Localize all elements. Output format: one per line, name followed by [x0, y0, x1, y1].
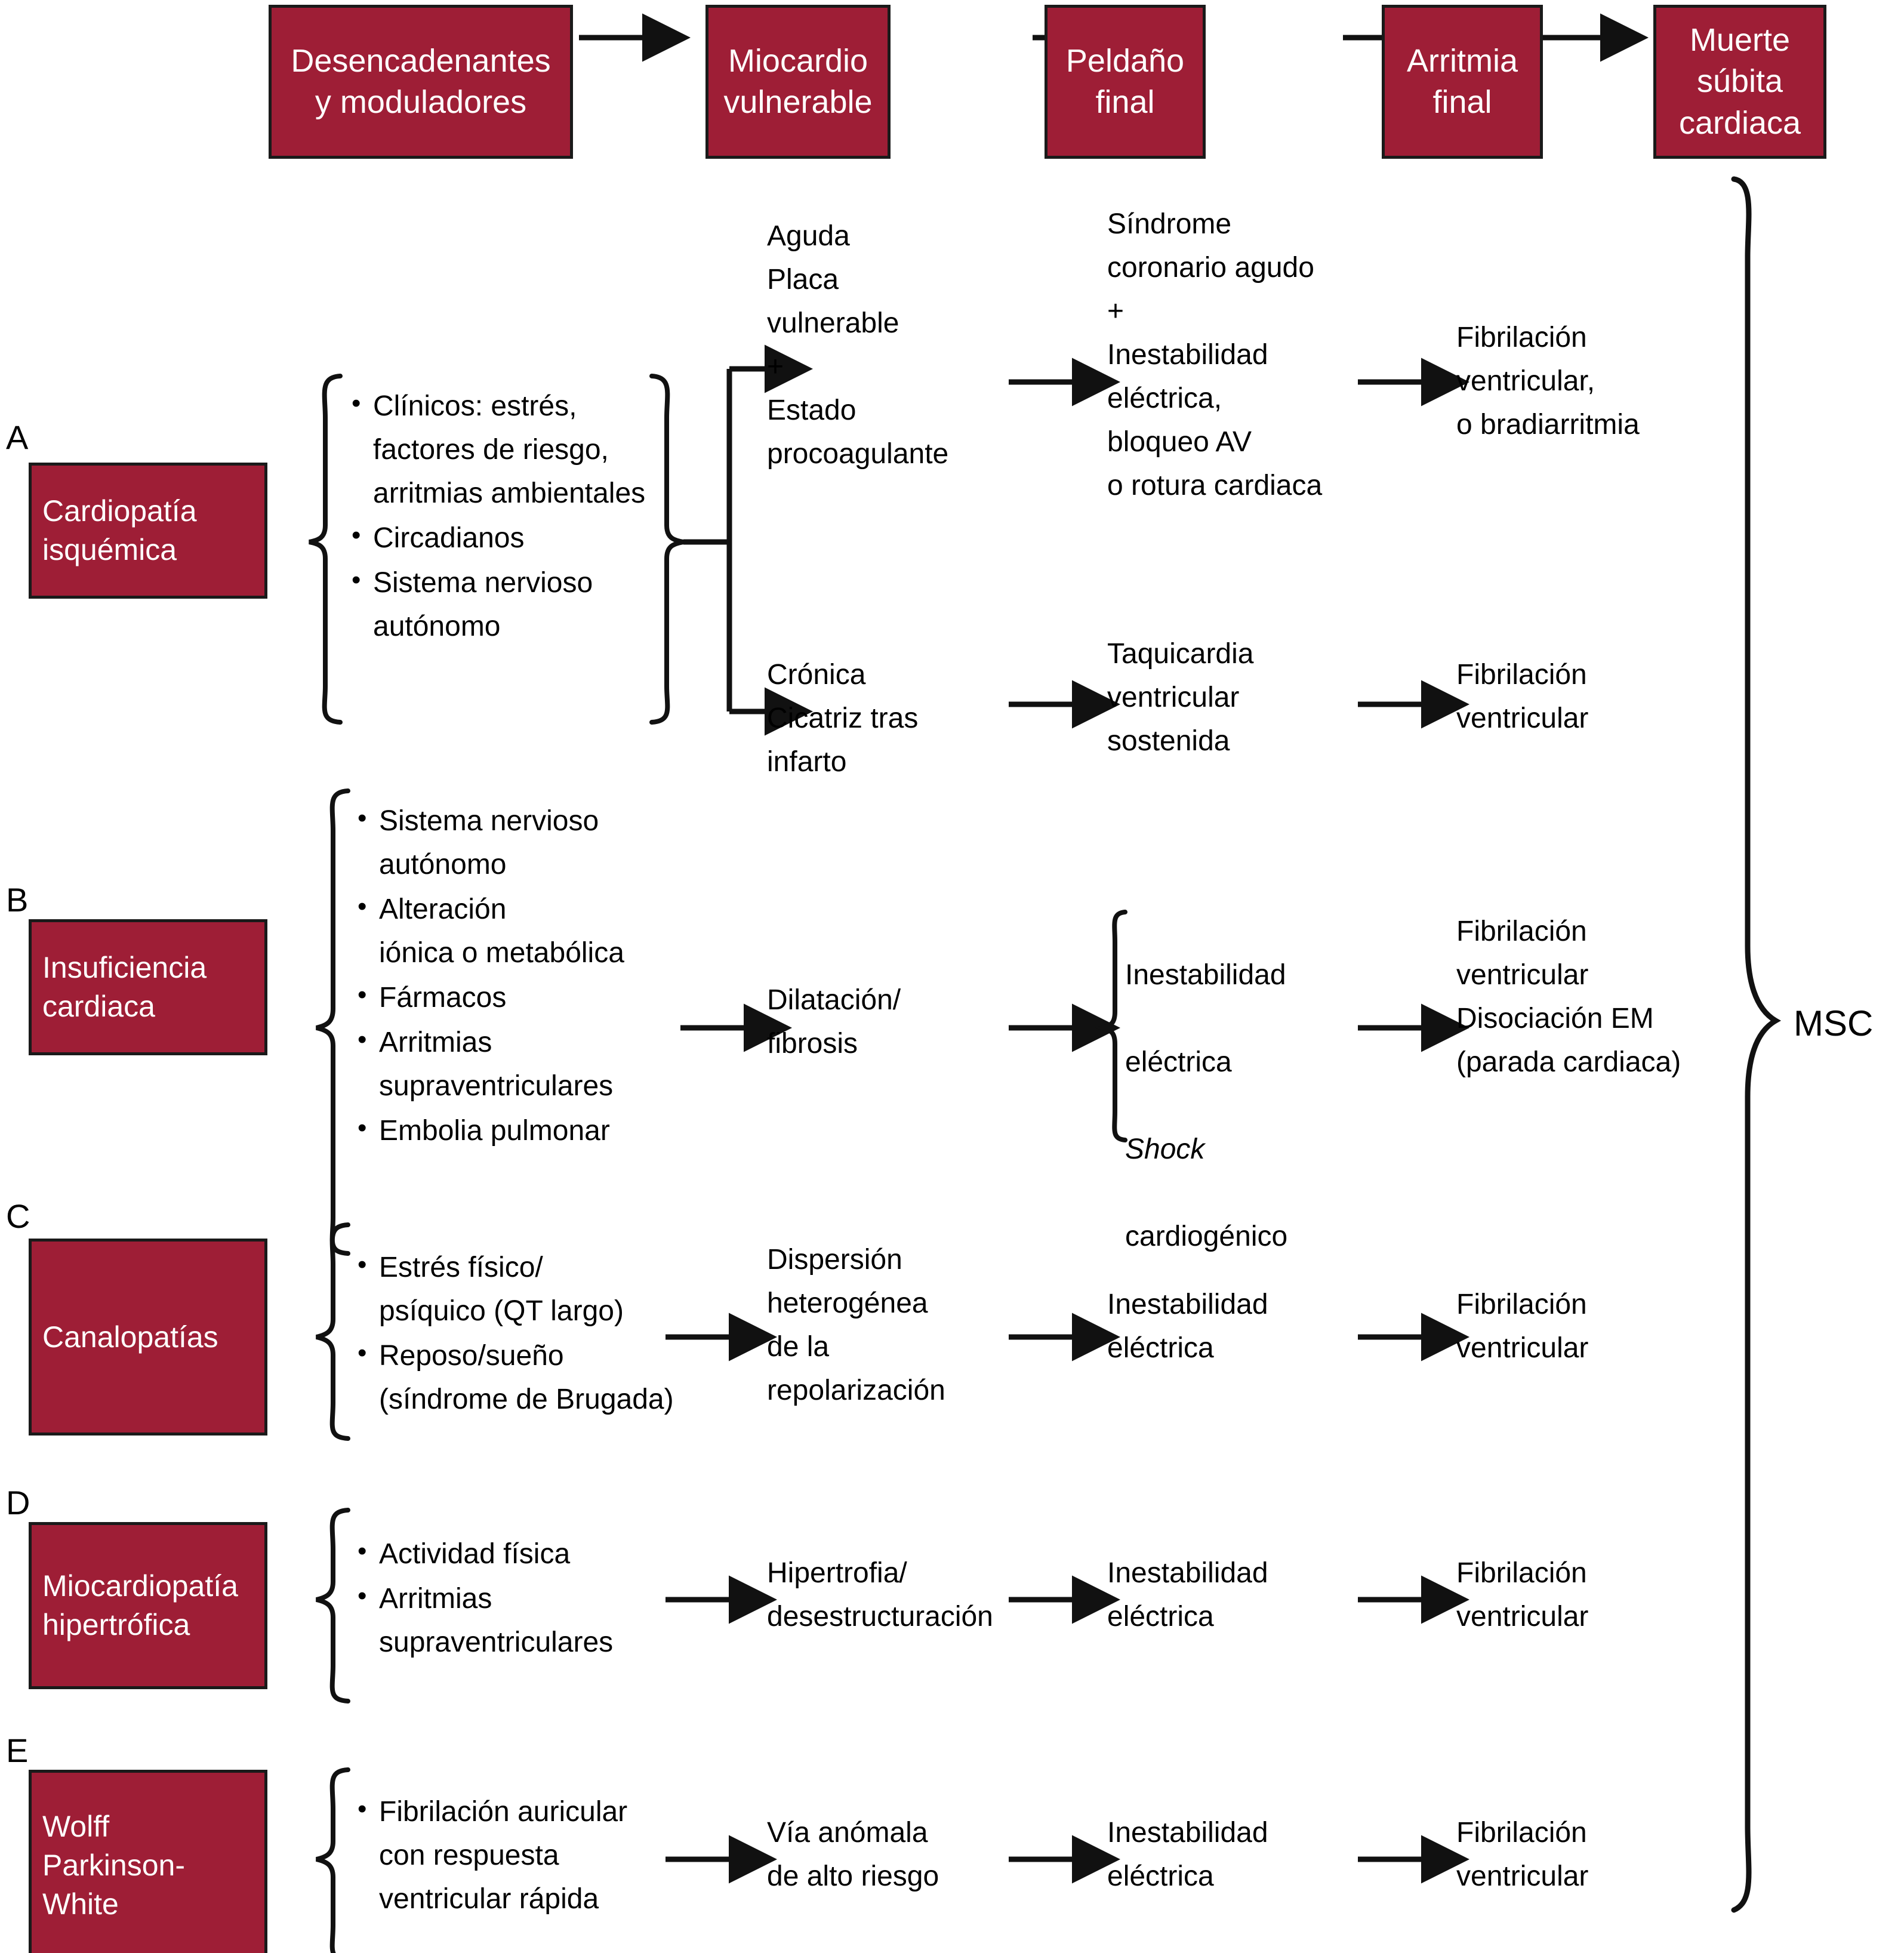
category-box-insuficiencia-cardiaca[interactable]: Insuficiencia cardiaca	[29, 919, 267, 1055]
section-c-myocardium: Dispersión heterogénea de la repolarizac…	[767, 1244, 945, 1406]
final-step-line: Inestabilidad	[1125, 959, 1286, 991]
final-step-line: eléctrica	[1125, 1046, 1232, 1078]
section-letter-e: E	[6, 1732, 29, 1769]
brace-e-left	[316, 1767, 350, 1953]
list-item: Sistema nervioso autónomo	[349, 560, 660, 649]
brace-b-left	[316, 788, 350, 1256]
section-b-arrhythmia: Fibrilación ventricular Disociación EM (…	[1456, 916, 1681, 1078]
brace-d-left	[316, 1508, 350, 1704]
section-a-arrhythmia-chronic: Fibrilación ventricular	[1456, 659, 1589, 734]
section-a-myocardium-chronic: Crónica Cicatriz tras infarto	[767, 659, 919, 778]
list-item: Arritmias supraventriculares	[355, 1020, 677, 1108]
list-item: Sistema nervioso autónomo	[355, 799, 677, 887]
section-letter-c: C	[6, 1197, 30, 1235]
final-step-line: cardiogénico	[1125, 1220, 1288, 1252]
section-e-trigger-list: Fibrilación auricular con respuesta vent…	[355, 1789, 689, 1923]
brace-b-final-step	[1094, 910, 1127, 1142]
section-d-trigger-list: Actividad física Arritmias supraventricu…	[355, 1532, 677, 1666]
section-a-final-step-chronic: Taquicardia ventricular sostenida	[1107, 638, 1254, 757]
list-item: Actividad física	[355, 1532, 677, 1576]
category-box-wolff-parkinson-white[interactable]: Wolff Parkinson- White	[29, 1770, 267, 1953]
list-item: Circadianos	[349, 516, 660, 560]
header-box-muerte-subita[interactable]: Muerte súbita cardiaca	[1653, 5, 1826, 159]
list-item: Alteración iónica o metabólica	[355, 887, 677, 975]
section-a-arrhythmia-acute: Fibrilación ventricular, o bradiarritmia	[1456, 322, 1640, 440]
header-box-peldano[interactable]: Peldaño final	[1045, 5, 1206, 159]
list-item: Arritmias supraventriculares	[355, 1576, 677, 1665]
header-box-miocardio[interactable]: Miocardio vulnerable	[705, 5, 891, 159]
brace-c-left	[316, 1222, 350, 1441]
outcome-label-msc: MSC	[1794, 1003, 1874, 1043]
section-a-final-step-acute: Síndrome coronario agudo + Inestabilidad…	[1107, 208, 1323, 501]
header-box-arritmia[interactable]: Arritmia final	[1382, 5, 1543, 159]
section-a-split-connector	[683, 369, 732, 711]
section-a-trigger-list: Clínicos: estrés, factores de riesgo, ar…	[349, 384, 660, 650]
section-e-final-step: Inestabilidad eléctrica	[1107, 1817, 1268, 1892]
list-item: Reposo/sueño (síndrome de Brugada)	[355, 1333, 689, 1422]
section-a-split-arrows	[729, 344, 813, 736]
header-box-desencadenantes[interactable]: Desencadenantes y moduladores	[269, 5, 573, 159]
section-letter-a: A	[6, 418, 29, 456]
section-c-final-step: Inestabilidad eléctrica	[1107, 1289, 1268, 1364]
section-b-trigger-list: Sistema nervioso autónomo Alteración ión…	[355, 799, 677, 1154]
list-item: Estrés físico/ psíquico (QT largo)	[355, 1245, 689, 1333]
section-e-arrhythmia: Fibrilación ventricular	[1456, 1817, 1589, 1892]
category-box-canalopatias[interactable]: Canalopatías	[29, 1239, 267, 1436]
section-d-arrhythmia: Fibrilación ventricular	[1456, 1557, 1589, 1632]
section-c-trigger-list: Estrés físico/ psíquico (QT largo) Repos…	[355, 1245, 689, 1423]
category-box-cardiopatia-isquemica[interactable]: Cardiopatía isquémica	[29, 463, 267, 599]
category-box-miocardiopatia-hipertrofica[interactable]: Miocardiopatía hipertrófica	[29, 1522, 267, 1689]
final-step-line-shock: Shock	[1125, 1133, 1205, 1165]
section-a-myocardium-acute: Aguda Placa vulnerable + Estado procoagu…	[767, 220, 949, 470]
section-b-myocardium: Dilatación/ fibrosis	[767, 984, 901, 1059]
section-letter-b: B	[6, 881, 29, 919]
section-c-arrhythmia: Fibrilación ventricular	[1456, 1289, 1589, 1364]
brace-a-left	[309, 374, 343, 725]
section-e-myocardium: Vía anómala de alto riesgo	[767, 1817, 939, 1892]
section-letter-d: D	[6, 1484, 30, 1521]
list-item: Fármacos	[355, 975, 677, 1020]
section-d-final-step: Inestabilidad eléctrica	[1107, 1557, 1268, 1632]
list-item: Fibrilación auricular con respuesta vent…	[355, 1789, 689, 1921]
section-d-myocardium: Hipertrofia/ desestructuración	[767, 1557, 993, 1632]
list-item: Embolia pulmonar	[355, 1108, 677, 1153]
list-item: Clínicos: estrés, factores de riesgo, ar…	[349, 384, 660, 516]
section-b-final-step: Inestabilidad eléctrica Shock cardiogéni…	[1125, 910, 1388, 1259]
